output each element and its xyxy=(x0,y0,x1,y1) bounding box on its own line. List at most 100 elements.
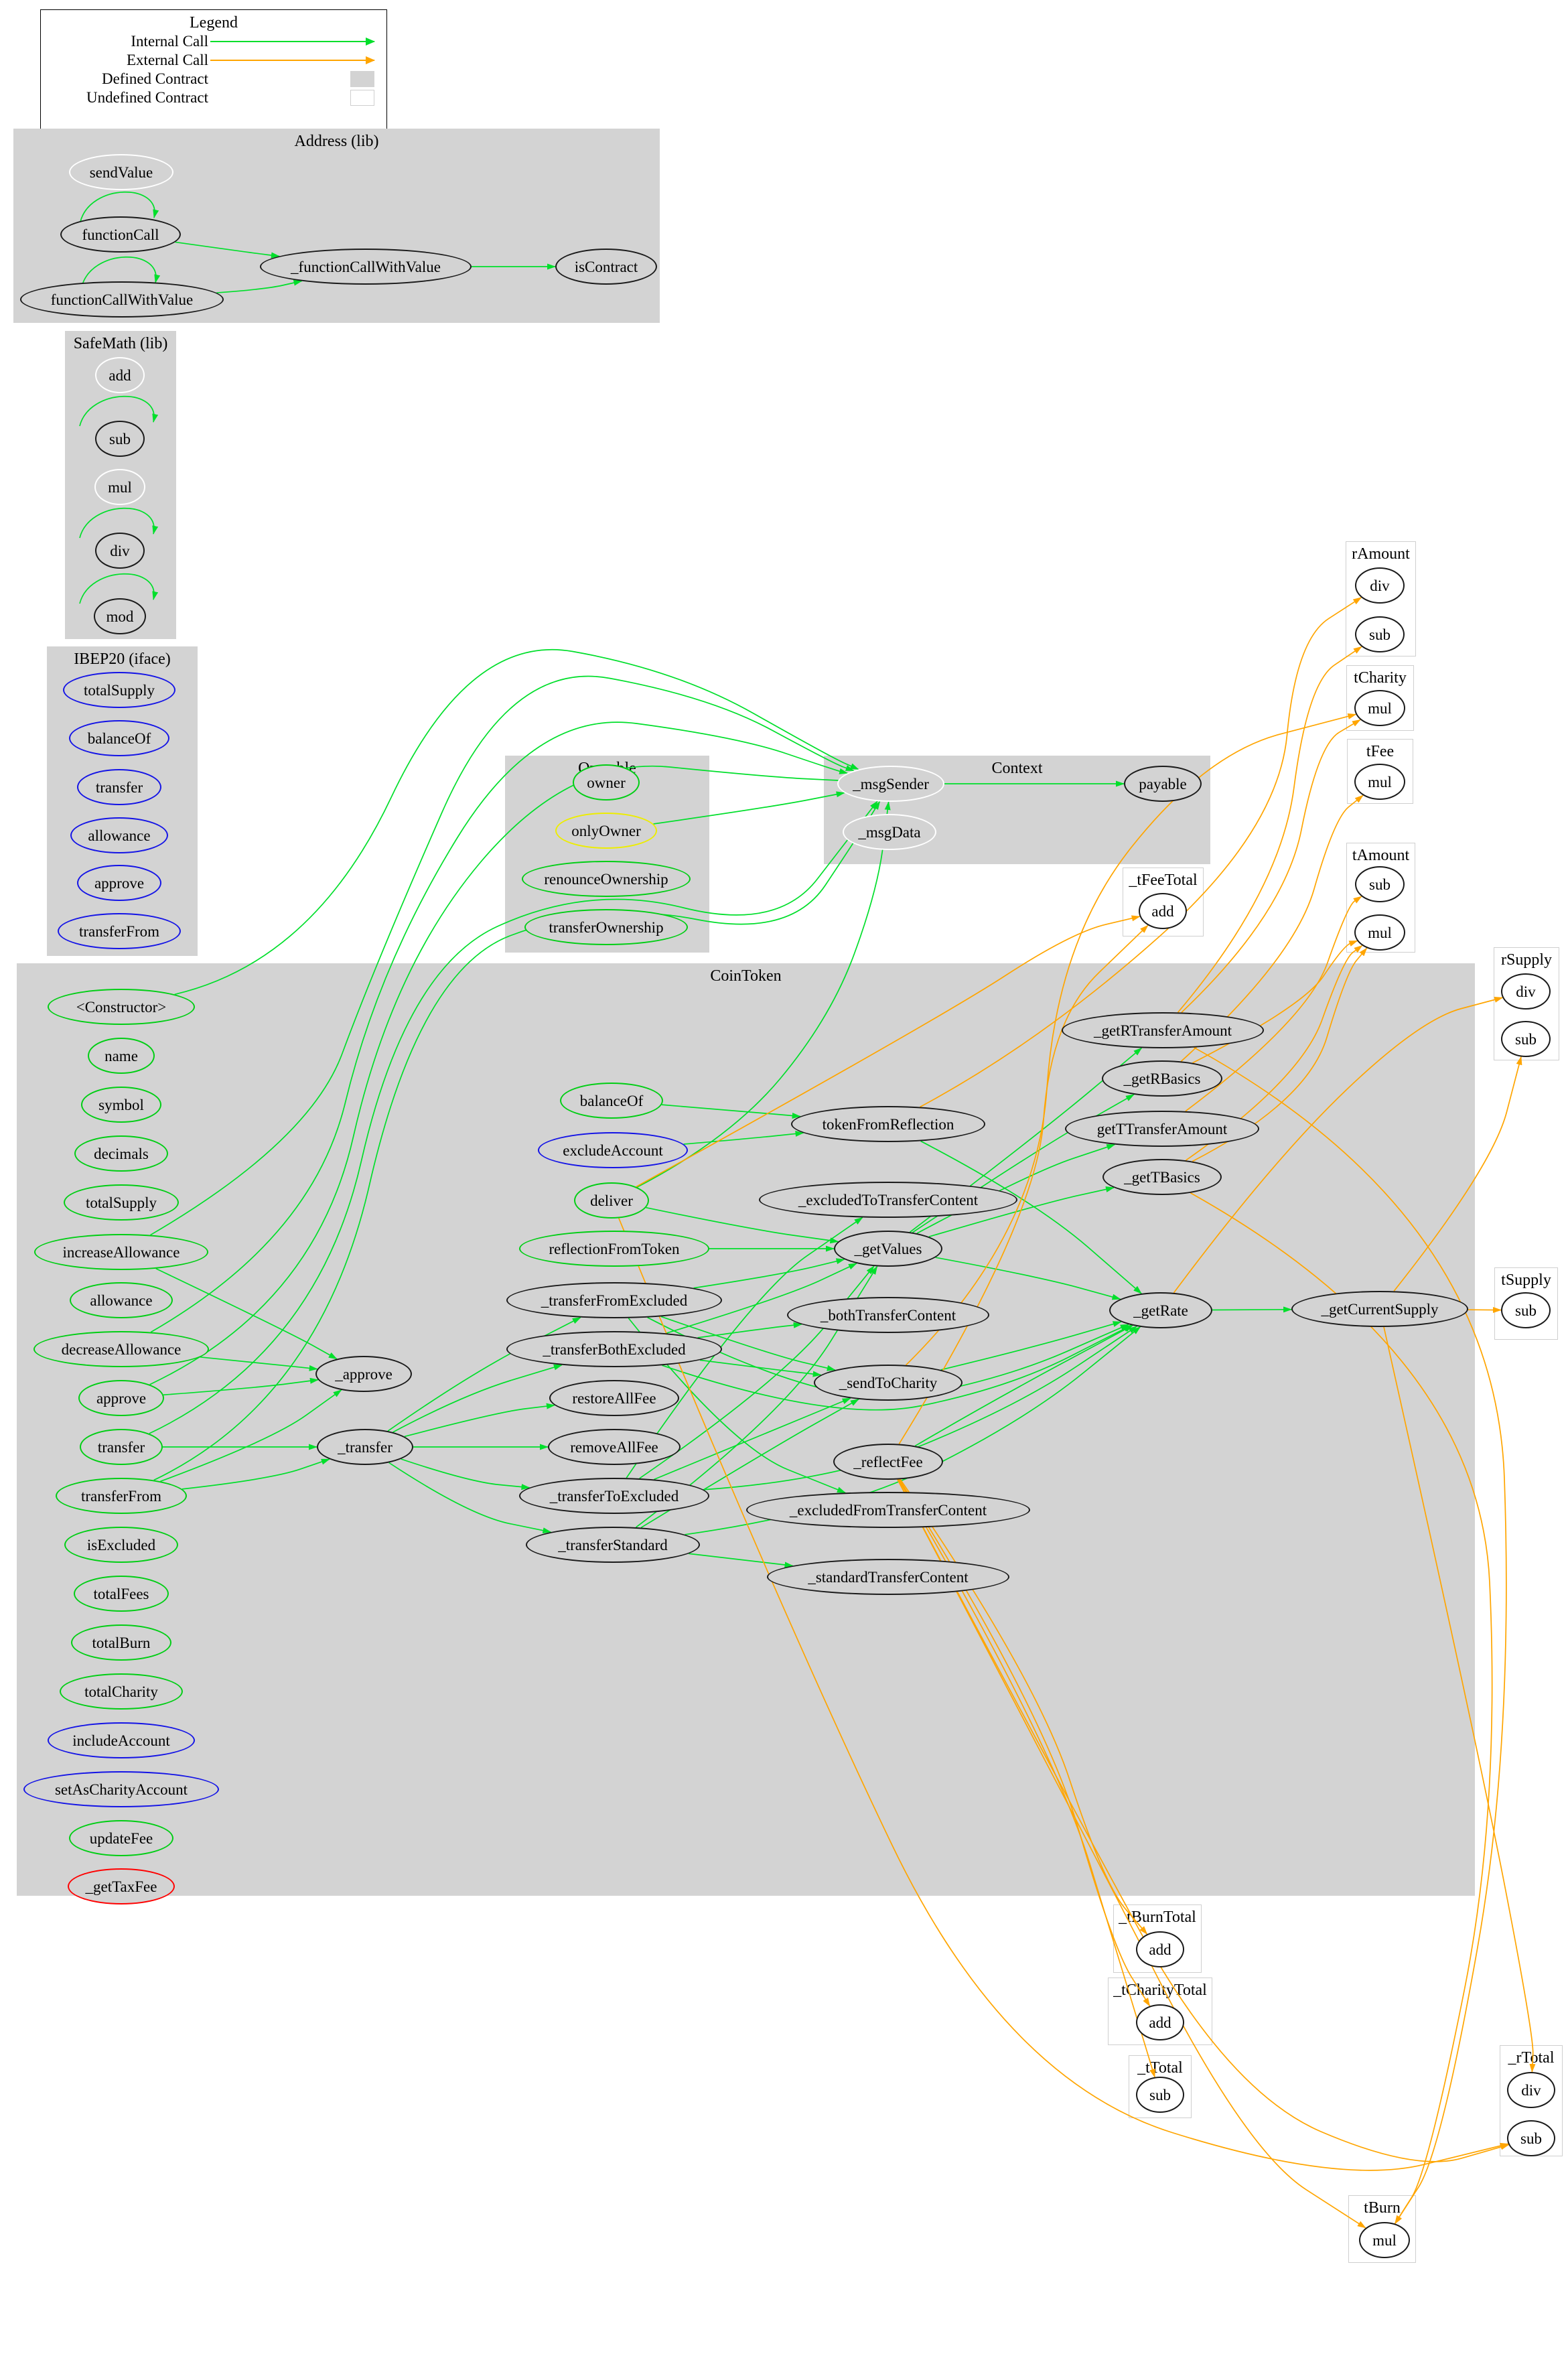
cluster-ct xyxy=(17,963,1475,1896)
node-ct.allowance: allowance xyxy=(70,1282,173,1318)
node-ct._getCurrentSupply-label: _getCurrentSupply xyxy=(1321,1300,1439,1318)
node-ct.restoreAllFee-label: restoreAllFee xyxy=(572,1389,656,1407)
node-ta.sub-label: sub xyxy=(1369,876,1391,893)
node-rt.sub: sub xyxy=(1507,2120,1555,2156)
node-ct.totalSupply: totalSupply xyxy=(64,1184,179,1221)
node-ct.increaseAllowance-label: increaseAllowance xyxy=(62,1243,180,1261)
node-ct._transfer-label: _transfer xyxy=(338,1438,393,1456)
node-ct._reflectFee-label: _reflectFee xyxy=(853,1453,923,1470)
node-rs.div-label: div xyxy=(1516,983,1536,1000)
node-ct.totalBurn: totalBurn xyxy=(71,1624,171,1661)
node-tft.add: add xyxy=(1139,893,1187,929)
node-ct._bothTransferContent-label: _bothTransferContent xyxy=(820,1306,956,1324)
node-ibep.allowance-label: allowance xyxy=(88,827,151,844)
node-ct.setAsCharityAccount: setAsCharityAccount xyxy=(23,1771,219,1807)
node-ta.sub: sub xyxy=(1355,866,1405,902)
node-ct._getRBasics: _getRBasics xyxy=(1102,1060,1222,1097)
node-ct.removeAllFee: removeAllFee xyxy=(548,1429,681,1465)
node-ra.sub: sub xyxy=(1355,616,1405,652)
node-ct._getRTransferAmount-label: _getRTransferAmount xyxy=(1093,1022,1232,1039)
node-tct.add-label: add xyxy=(1149,2014,1171,2031)
node-ct.excludeAccount: excludeAccount xyxy=(538,1132,688,1168)
node-ibep.balanceOf: balanceOf xyxy=(69,720,169,756)
node-ct.name: name xyxy=(88,1038,155,1074)
node-addr._functionCallWithValue: _functionCallWithValue xyxy=(260,249,472,285)
cluster-tf-title: tFee xyxy=(1366,743,1395,760)
node-own.owner-label: owner xyxy=(587,774,626,791)
node-ct._getRTransferAmount: _getRTransferAmount xyxy=(1062,1012,1264,1048)
node-tc.mul-label: mul xyxy=(1368,699,1392,717)
node-ra.div-label: div xyxy=(1370,577,1390,594)
node-addr.sendValue-label: sendValue xyxy=(89,163,153,181)
node-ct.updateFee-label: updateFee xyxy=(89,1829,153,1847)
node-tct.add: add xyxy=(1136,2004,1184,2040)
node-ct.excludeAccount-label: excludeAccount xyxy=(563,1141,663,1159)
node-addr.functionCall-label: functionCall xyxy=(82,226,159,243)
node-ct._excludedToTransferContent-label: _excludedToTransferContent xyxy=(798,1191,979,1208)
node-ctx._msgSender-label: _msgSender xyxy=(853,775,929,792)
node-ct.deliver: deliver xyxy=(574,1182,649,1219)
node-sm.div-label: div xyxy=(110,542,130,559)
node-ct._excludedFromTransferContent-label: _excludedFromTransferContent xyxy=(789,1501,987,1519)
cluster-addr-title: Address (lib) xyxy=(294,133,379,150)
node-ra.sub-label: sub xyxy=(1369,626,1391,643)
cluster-tft-title: _tFeeTotal xyxy=(1129,872,1198,889)
node-ct.isExcluded-label: isExcluded xyxy=(86,1536,156,1553)
node-ct._transferStandard: _transferStandard xyxy=(526,1527,700,1563)
node-ct.updateFee: updateFee xyxy=(69,1820,173,1856)
node-own.onlyOwner: onlyOwner xyxy=(555,813,657,849)
node-ct.getTTransferAmount-label: getTTransferAmount xyxy=(1096,1120,1228,1137)
node-ct._transferBothExcluded-label: _transferBothExcluded xyxy=(543,1340,686,1358)
node-tbt.add-label: add xyxy=(1149,1941,1171,1958)
node-ct.deliver-label: deliver xyxy=(590,1192,633,1209)
node-own.transferOwnership-label: transferOwnership xyxy=(549,918,664,936)
legend-swatch xyxy=(208,70,374,88)
legend-item-external-call: External Call xyxy=(41,51,386,70)
node-ct.decimals: decimals xyxy=(74,1135,168,1172)
node-own.transferOwnership: transferOwnership xyxy=(524,909,688,945)
node-sm.sub: sub xyxy=(95,421,145,457)
node-ct.tokenFromReflection: tokenFromReflection xyxy=(791,1106,985,1142)
node-sm.add-label: add xyxy=(109,366,131,384)
node-tbt.add: add xyxy=(1136,1931,1184,1967)
node-ct.symbol: symbol xyxy=(81,1087,161,1123)
node-ct.balanceOf: balanceOf xyxy=(560,1083,663,1119)
node-ct.decimals-label: decimals xyxy=(94,1145,149,1162)
node-ct.removeAllFee-label: removeAllFee xyxy=(570,1438,658,1456)
node-sm.mul-label: mul xyxy=(108,478,132,496)
legend-item-label: Defined Contract xyxy=(101,70,208,87)
node-rs.sub-label: sub xyxy=(1515,1030,1537,1048)
node-sm.mul: mul xyxy=(94,469,145,505)
node-ct.decreaseAllowance: decreaseAllowance xyxy=(33,1331,209,1367)
node-ct.transfer-label: transfer xyxy=(97,1438,145,1456)
node-ts.sub-label: sub xyxy=(1515,1302,1537,1319)
node-ct._excludedToTransferContent: _excludedToTransferContent xyxy=(759,1182,1017,1218)
node-ct.reflectionFromToken: reflectionFromToken xyxy=(519,1231,709,1267)
node-ct._getTBasics: _getTBasics xyxy=(1102,1159,1222,1195)
legend-item-undefined-contract: Undefined Contract xyxy=(41,88,386,107)
node-rt.sub-label: sub xyxy=(1520,2130,1542,2147)
node-rs.sub: sub xyxy=(1501,1021,1551,1057)
node-addr._functionCallWithValue-label: _functionCallWithValue xyxy=(291,258,441,275)
node-sm.add: add xyxy=(95,357,145,393)
node-tb.mul-label: mul xyxy=(1372,2231,1397,2249)
node-addr.isContract: isContract xyxy=(555,249,657,285)
cluster-ts-title: tSupply xyxy=(1501,1271,1551,1289)
node-own.renounceOwnership-label: renounceOwnership xyxy=(544,870,668,888)
node-ct.totalFees: totalFees xyxy=(74,1576,169,1612)
node-ct.isExcluded: isExcluded xyxy=(64,1527,178,1563)
node-ct._getValues: _getValues xyxy=(834,1231,942,1267)
node-tc.mul: mul xyxy=(1354,690,1405,726)
node-own.renounceOwnership: renounceOwnership xyxy=(522,861,691,897)
node-ts.sub: sub xyxy=(1501,1292,1551,1328)
legend-arrow-icon xyxy=(208,51,375,70)
node-ct._getRate: _getRate xyxy=(1109,1292,1212,1328)
node-ct.decreaseAllowance-label: decreaseAllowance xyxy=(61,1340,182,1358)
node-ibep.balanceOf-label: balanceOf xyxy=(87,730,151,747)
node-ct._transferFromExcluded-label: _transferFromExcluded xyxy=(541,1292,688,1309)
node-ct._transferToExcluded: _transferToExcluded xyxy=(519,1478,709,1514)
node-ct._getTBasics-label: _getTBasics xyxy=(1124,1168,1200,1186)
node-ct.totalCharity: totalCharity xyxy=(60,1673,183,1710)
cluster-rs-title: rSupply xyxy=(1500,951,1552,969)
